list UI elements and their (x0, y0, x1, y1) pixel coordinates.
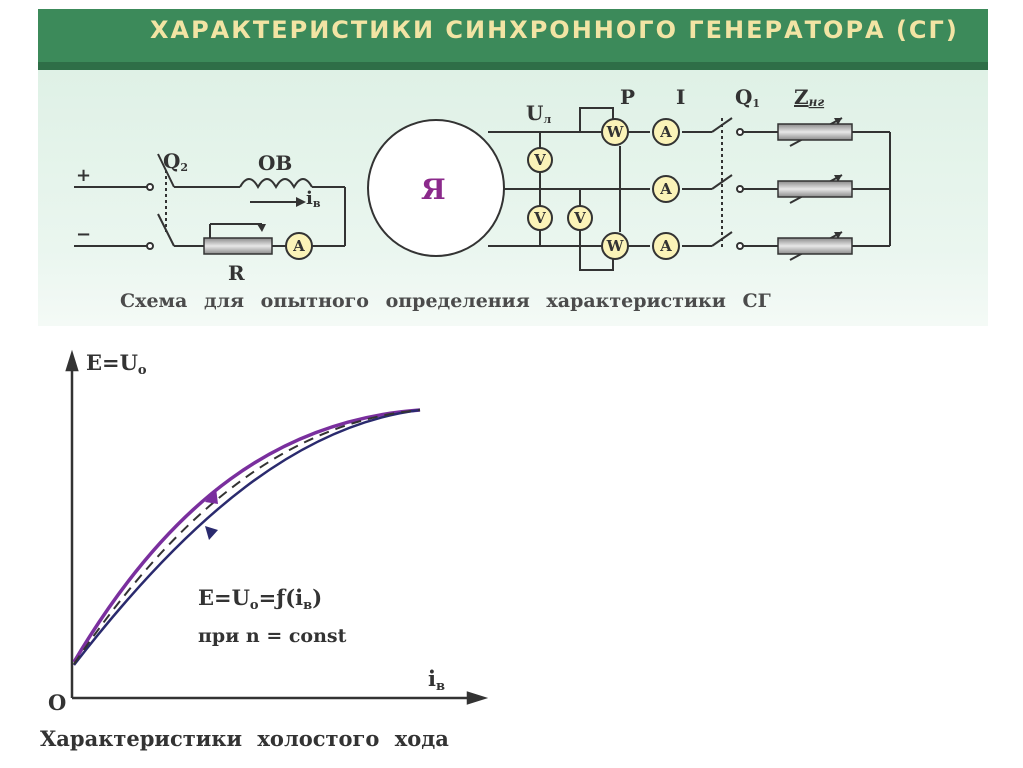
origin-label: O (48, 690, 66, 715)
voltmeter-3 (567, 205, 593, 231)
rheostat-label: R (228, 261, 245, 285)
graph-caption: Характеристики холостого хода (40, 726, 449, 751)
meter-label: V (533, 151, 546, 169)
meter-label: A (659, 123, 672, 141)
circuit-caption: Схема для опытного определения характери… (120, 290, 771, 312)
meter-label: A (292, 237, 305, 255)
excitation-ammeter (285, 232, 313, 260)
average-dashed-curve (73, 409, 421, 665)
wattmeter-2 (601, 232, 629, 260)
formula-line-2: при n = const (198, 625, 347, 647)
ammeter-2 (652, 175, 680, 203)
slide-title: ХАРАКТЕРИСТИКИ СИНХРОННОГО ГЕНЕРАТОРА (С… (150, 16, 959, 44)
formula-line-1: E=Uo=ƒ(iв) (198, 585, 322, 613)
circuit-panel (38, 70, 988, 326)
voltmeter-1 (527, 147, 553, 173)
no-load-characteristic-graph: E=Uo iв O E=Uo=ƒ(iв) при n = const (48, 349, 489, 715)
curve-arrow-down (205, 488, 218, 504)
ascending-curve (72, 408, 421, 663)
plus-terminal: + (76, 165, 91, 186)
title-banner-edge (38, 62, 988, 70)
load-label: Zнг (794, 85, 824, 109)
meter-label: W (606, 237, 625, 255)
meter-label: A (659, 237, 672, 255)
meter-label: A (659, 180, 672, 198)
curve-arrow-up (205, 526, 218, 540)
switch-q1-label: Q1 (735, 85, 760, 110)
line-voltage-label: Uл (526, 101, 551, 126)
switch-q2-label: Q2 (163, 149, 188, 174)
title-banner (38, 9, 988, 71)
ammeter-3 (652, 232, 680, 260)
descending-curve (73, 408, 421, 666)
current-label: I (676, 85, 685, 109)
y-axis-label: E=Uo (86, 350, 147, 378)
meter-label: V (533, 209, 546, 227)
winding-label: ОВ (258, 151, 292, 175)
meter-label: W (606, 123, 625, 141)
x-axis-arrow (466, 691, 489, 705)
minus-terminal: − (76, 224, 91, 245)
power-label: P (620, 85, 635, 109)
circuit-diagram: A V V V W W A A A + − Q2 ОВ iв R Я Uл P … (74, 85, 891, 285)
wattmeter-1 (601, 118, 629, 146)
y-axis-arrow (65, 349, 79, 372)
meter-label: V (573, 209, 586, 227)
generator-circle (367, 119, 505, 257)
excitation-current-label: iв (306, 188, 321, 210)
armature-label: Я (421, 173, 446, 206)
voltmeter-2 (527, 205, 553, 231)
x-axis-label: iв (428, 666, 445, 694)
ammeter-1 (652, 118, 680, 146)
